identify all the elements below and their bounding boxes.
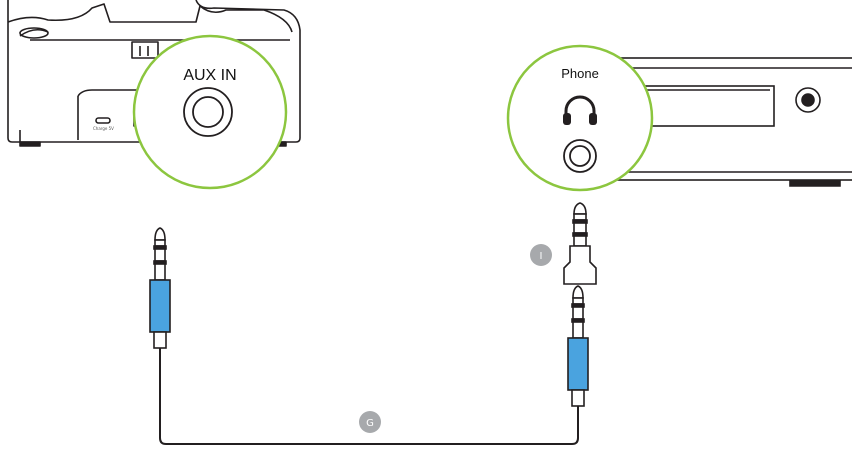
dock-port-label: Charge 5V (93, 126, 114, 131)
phone-label: Phone (561, 66, 599, 81)
phone-jack (563, 139, 597, 173)
aux-in-jack (183, 87, 233, 137)
adapter-badge-text: I (540, 251, 543, 262)
aux-in-callout: AUX IN (132, 34, 288, 190)
cable-badge-text: G (366, 418, 374, 429)
cable-plug-left (149, 227, 171, 349)
phone-callout: Phone (506, 44, 654, 192)
audio-cable: G (149, 227, 589, 445)
jack-adapter: I (530, 202, 597, 285)
cable-badge: G (359, 411, 381, 433)
adapter-badge: I (530, 244, 552, 266)
headphones-icon (563, 95, 597, 125)
cable-plug-right (567, 285, 589, 407)
aux-in-label: AUX IN (183, 67, 236, 84)
